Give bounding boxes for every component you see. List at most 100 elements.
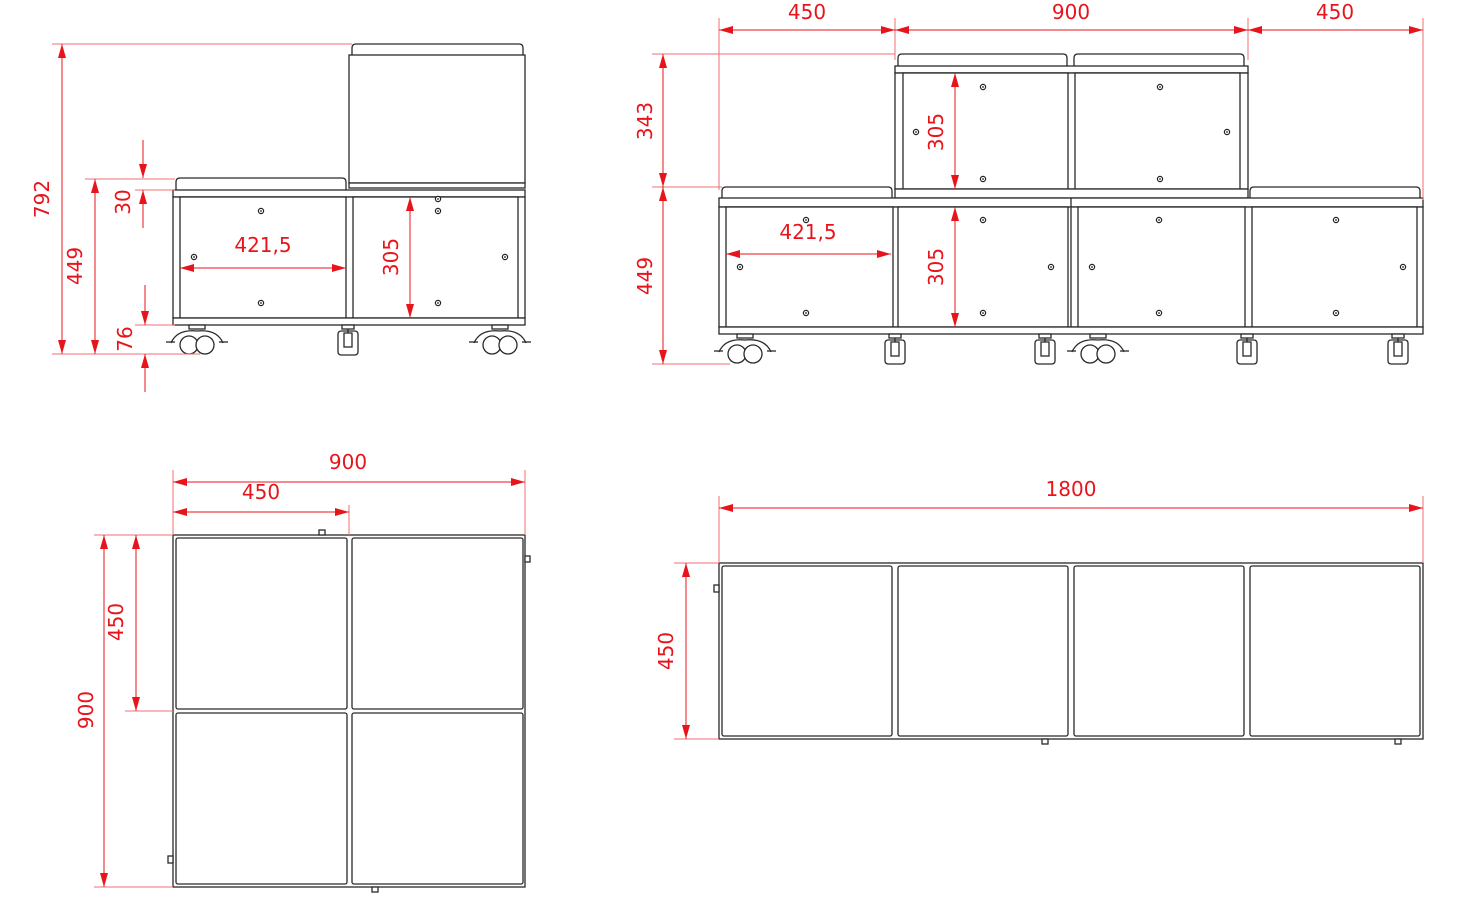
- seat-cushion: [897, 53, 1068, 66]
- plan-tab: [318, 529, 326, 536]
- dim-upper-inner-height: 305: [924, 113, 948, 151]
- plan-tab: [713, 584, 720, 593]
- compartment: [179, 196, 347, 319]
- screw-icon: [982, 312, 984, 314]
- dim-plan-half-width: 450: [242, 480, 280, 504]
- screw-icon: [982, 178, 984, 180]
- plan-module: [1249, 565, 1421, 737]
- screw-icon: [805, 219, 807, 221]
- caster-mount: [1391, 333, 1405, 339]
- plan-tab: [524, 555, 531, 563]
- caster-mount: [1089, 333, 1107, 339]
- dim-lower-height: 449: [633, 257, 657, 295]
- compartment: [1251, 206, 1418, 328]
- caster-wheel: [482, 335, 502, 355]
- screw-icon: [1091, 266, 1093, 268]
- caster-wheel: [195, 335, 215, 355]
- plan-module: [351, 712, 524, 885]
- screw-icon: [982, 86, 984, 88]
- drawing-geometry: [52, 18, 1424, 893]
- caster-brake: [473, 330, 527, 344]
- dim-caster-height: 76: [113, 326, 137, 351]
- single-caster-icon: [884, 333, 906, 365]
- screw-icon: [1159, 178, 1161, 180]
- plan-module: [175, 537, 348, 710]
- screw-icon: [437, 198, 439, 200]
- upper-box: [348, 54, 526, 184]
- caster-mount: [1240, 333, 1254, 339]
- screw-icon: [1159, 86, 1161, 88]
- dim-width-middle: 900: [1052, 0, 1090, 24]
- screw-icon: [915, 131, 917, 133]
- seat-cushion: [721, 186, 893, 199]
- compartment: [352, 196, 519, 319]
- screw-icon: [504, 256, 506, 258]
- double-caster-icon: [473, 324, 527, 355]
- caster-brake: [718, 339, 772, 353]
- dim-upper-height: 343: [633, 102, 657, 140]
- caster-fork: [343, 332, 353, 348]
- caster-fork: [1040, 341, 1050, 357]
- compartment: [725, 206, 894, 328]
- arrow-icon: [141, 311, 149, 325]
- dim-lower-inner-height: 305: [924, 248, 948, 286]
- screw-icon: [739, 266, 741, 268]
- caster-brake: [170, 330, 224, 344]
- screw-icon: [1226, 131, 1228, 133]
- dim-inner-width: 421,5: [234, 233, 291, 257]
- screw-icon: [805, 312, 807, 314]
- screw-icon: [982, 219, 984, 221]
- dim-cushion-height: 30: [111, 189, 135, 214]
- top-plate: [172, 189, 526, 198]
- compartment: [1074, 72, 1241, 190]
- double-caster-icon: [170, 324, 224, 355]
- screw-icon: [260, 302, 262, 304]
- caster-wheel: [727, 344, 747, 364]
- dim-inner-height: 305: [379, 238, 403, 276]
- screw-icon: [437, 302, 439, 304]
- caster-fork: [1242, 341, 1252, 357]
- dim-front-inner-width: 421,5: [779, 220, 836, 244]
- seat-cushion: [175, 177, 347, 190]
- caster-mount: [1038, 333, 1052, 339]
- seat-cushion: [351, 43, 524, 55]
- upper-bottom-plate: [894, 188, 1249, 199]
- seat-cushion: [1073, 53, 1245, 66]
- caster-fork: [890, 341, 900, 357]
- screw-icon: [1335, 312, 1337, 314]
- screw-icon: [437, 210, 439, 212]
- dim-width-left: 450: [788, 0, 826, 24]
- dim-plan-half-depth: 450: [104, 603, 128, 641]
- side-view-labels: 792 449 30 76 421,5 305: [30, 180, 403, 352]
- screw-icon: [193, 256, 195, 258]
- arrow-icon: [139, 164, 147, 178]
- caster-wheel: [743, 344, 763, 364]
- screw-icon: [1158, 219, 1160, 221]
- screw-icon: [1050, 266, 1052, 268]
- screw-icon: [1402, 266, 1404, 268]
- screw-icon: [260, 210, 262, 212]
- plan-module: [1073, 565, 1245, 737]
- square-plan-labels: 900 450 900 450: [74, 450, 367, 729]
- caster-mount: [491, 324, 509, 330]
- screw-icon: [1335, 219, 1337, 221]
- compartment: [897, 206, 1069, 328]
- dim-long-width: 1800: [1046, 477, 1097, 501]
- dim-width-right: 450: [1316, 0, 1354, 24]
- caster-fork: [1393, 341, 1403, 357]
- caster-mount: [888, 333, 902, 339]
- caster-wheel: [179, 335, 199, 355]
- dim-plan-overall-width: 900: [329, 450, 367, 474]
- upper-box-bottom: [348, 182, 526, 189]
- plan-tab: [1041, 738, 1049, 745]
- arrow-icon: [141, 354, 149, 368]
- double-caster-icon: [718, 333, 772, 364]
- bottom-plate: [172, 317, 526, 326]
- seat-cushion: [1249, 186, 1421, 199]
- caster-mount: [188, 324, 206, 330]
- plan-tab: [1394, 738, 1402, 745]
- caster-wheel: [498, 335, 518, 355]
- plan-tab: [371, 886, 379, 893]
- compartment: [1077, 206, 1246, 328]
